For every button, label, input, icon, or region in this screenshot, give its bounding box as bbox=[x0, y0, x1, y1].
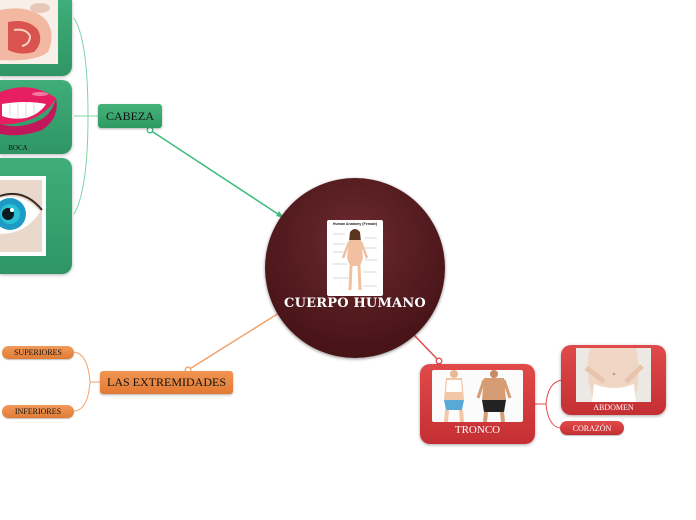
link-knob-cabeza bbox=[146, 126, 154, 134]
link-center-extremidades bbox=[187, 312, 280, 371]
superiores-label: SUPERIORES bbox=[13, 348, 62, 357]
torso-image bbox=[432, 370, 523, 423]
cabeza-label: CABEZA bbox=[106, 108, 154, 123]
inferiores-node[interactable]: INFERIORES bbox=[2, 405, 74, 418]
cabeza-card-throat[interactable] bbox=[0, 0, 72, 76]
extremidades-node[interactable]: LAS EXTREMIDADES bbox=[100, 371, 233, 394]
superiores-node[interactable]: SUPERIORES bbox=[2, 346, 74, 359]
central-title: CUERPO HUMANO bbox=[284, 296, 426, 311]
tronco-label: TRONCO bbox=[454, 424, 501, 436]
abdomen-node[interactable]: ABDOMEN bbox=[561, 345, 666, 415]
link-tronco-children bbox=[535, 379, 563, 429]
anatomy-chart-caption: Human Anatomy (Female) bbox=[333, 222, 378, 226]
throat-image bbox=[0, 0, 58, 64]
link-center-cabeza bbox=[149, 129, 285, 219]
link-extremidades-children bbox=[73, 351, 100, 412]
cabeza-node[interactable]: CABEZA bbox=[98, 104, 162, 128]
central-topic[interactable]: Human Anatomy (Female) CUERPO HUMANO bbox=[265, 178, 445, 358]
tronco-node[interactable]: TRONCO bbox=[420, 364, 535, 444]
cabeza-card-eye[interactable] bbox=[0, 158, 72, 274]
link-cabeza-children bbox=[73, 17, 98, 215]
link-center-tronco bbox=[413, 334, 440, 362]
eye-image bbox=[0, 176, 46, 256]
mouth-image bbox=[0, 87, 57, 136]
inferiores-label: INFERIORES bbox=[14, 407, 62, 416]
corazon-node[interactable]: CORAZÓN bbox=[560, 421, 624, 435]
anatomy-chart-image: Human Anatomy (Female) bbox=[327, 220, 383, 296]
extremidades-label: LAS EXTREMIDADES bbox=[107, 375, 226, 389]
boca-label: BOCA bbox=[8, 144, 28, 152]
link-knob-tronco bbox=[435, 357, 443, 365]
cabeza-card-boca[interactable]: BOCA bbox=[0, 80, 72, 154]
abdomen-image bbox=[576, 348, 651, 402]
corazon-label: CORAZÓN bbox=[572, 423, 612, 433]
abdomen-label: ABDOMEN bbox=[593, 403, 634, 412]
